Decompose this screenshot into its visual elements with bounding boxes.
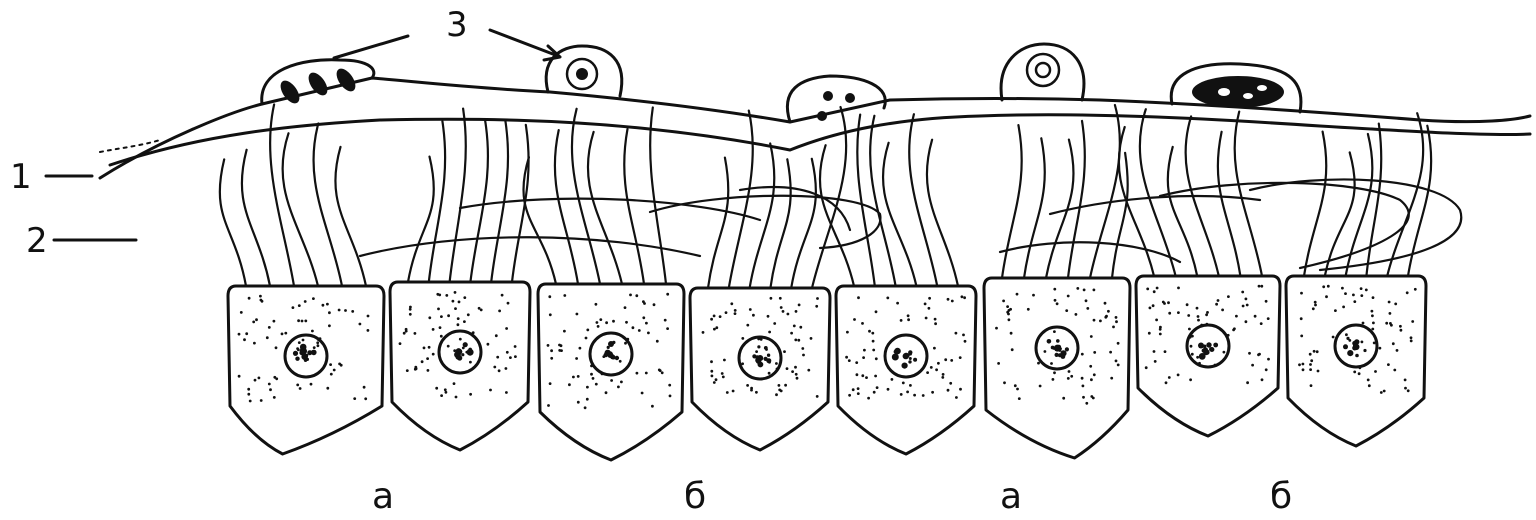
hair-strand (1218, 132, 1241, 276)
cell-type-label-1: а (372, 476, 394, 515)
hair-strand (650, 108, 666, 285)
hair-strand (1168, 147, 1197, 276)
membrane-lower-edge (110, 115, 1530, 165)
cell-body (228, 286, 384, 454)
label-3-group: 3 (334, 5, 560, 60)
hair-strand (1002, 125, 1022, 278)
otolith-4 (1001, 44, 1084, 100)
receptor-cell (390, 282, 530, 450)
receptor-cell (1286, 276, 1426, 446)
hair-strand (408, 157, 434, 282)
nucleus-chromatin (604, 341, 620, 361)
hair-strand (572, 109, 600, 284)
hair-strand (470, 120, 488, 282)
cytoplasm-stipple (399, 291, 517, 398)
receptor-cell (690, 288, 830, 450)
cell-type-label-2: б (684, 476, 706, 515)
hair-strand (624, 129, 644, 284)
kinocilium-loop (1250, 179, 1461, 270)
cytoplasm-stipple (1145, 285, 1270, 384)
label-otoliths: 3 (446, 5, 468, 45)
hair-strand (1024, 138, 1045, 278)
hair-strand (729, 111, 753, 288)
hair-strand (883, 143, 916, 286)
label-membrane: 1 (10, 157, 32, 197)
hair-strand (512, 125, 529, 282)
hair-strand (1235, 112, 1262, 276)
hair-strand (857, 115, 875, 286)
receptor-cell (836, 286, 976, 454)
hair-strand (429, 121, 445, 282)
hair-strand (820, 145, 854, 286)
cell-type-labels: а б а б (372, 476, 1292, 515)
cytoplasm-stipple (845, 295, 966, 399)
receptor-cells (228, 276, 1426, 460)
cell-body (836, 286, 976, 454)
hair-strand (708, 158, 728, 288)
kinocilium-loop (460, 199, 760, 220)
nucleus-chromatin (1198, 342, 1218, 360)
kinocilium-loop (740, 187, 850, 230)
nucleus-chromatin (1343, 337, 1367, 358)
nucleus-chromatin (293, 344, 317, 362)
label-3-leader-left (334, 36, 408, 58)
otolith-3 (787, 76, 885, 122)
hair-bundles (220, 105, 1461, 289)
receptor-cell (1136, 276, 1280, 436)
label-2-group: 2 (26, 221, 136, 261)
hair-strand (750, 144, 775, 289)
hair-strand (791, 159, 816, 288)
receptor-cell (538, 284, 684, 460)
receptor-cell (228, 286, 384, 454)
cell-type-label-4: б (1270, 476, 1292, 515)
label-gelatinous-layer: 2 (26, 221, 48, 261)
hair-strand (242, 150, 270, 286)
nucleus-chromatin (454, 342, 474, 361)
kinocilium-loop (360, 237, 700, 256)
hair-strand (1304, 132, 1326, 276)
hair-strand (270, 105, 294, 287)
nucleus-chromatin (1047, 339, 1069, 359)
label-1-group: 1 (10, 157, 92, 197)
hair-strand (588, 132, 622, 284)
hair-strand (555, 130, 578, 284)
nucleus-chromatin (752, 345, 771, 367)
hair-strand (335, 147, 366, 286)
hair-strand (450, 109, 466, 282)
cell-type-label-3: а (1000, 476, 1022, 515)
receptor-cell (984, 278, 1130, 458)
hair-strand (870, 116, 895, 286)
nucleus-chromatin (892, 348, 917, 369)
label-3-leader-right-arrow (490, 30, 560, 60)
hair-strand (1119, 127, 1154, 276)
